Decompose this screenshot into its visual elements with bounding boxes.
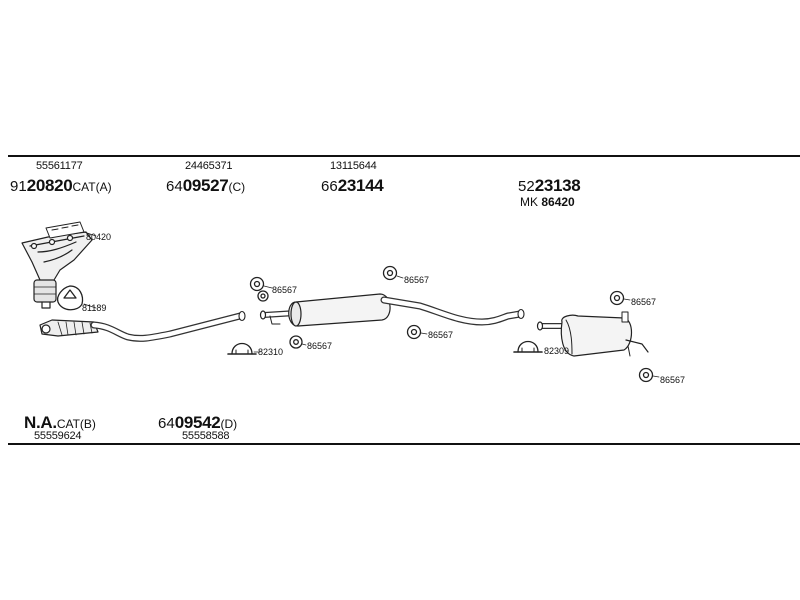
callout-hanger: 86567 bbox=[404, 275, 430, 285]
hanger-icon bbox=[289, 335, 307, 349]
oe-number-catalyst-b: 55559624 bbox=[34, 430, 82, 442]
gasket-icon bbox=[56, 285, 97, 311]
part-number: 09527 bbox=[182, 176, 229, 195]
mounting-kit-label: MK 86420 bbox=[520, 196, 575, 208]
front-flex-pipe-icon bbox=[39, 319, 99, 337]
mk-number: 86420 bbox=[541, 195, 575, 209]
part-prefix: 66 bbox=[321, 178, 338, 195]
part-suffix: CAT(A) bbox=[72, 180, 112, 194]
callout-hanger: 86567 bbox=[272, 285, 298, 295]
callout-hanger: 86567 bbox=[631, 297, 657, 307]
callout-heat-shield: 80420 bbox=[86, 232, 112, 242]
clamp-icon bbox=[513, 340, 543, 353]
part-number: 23144 bbox=[337, 176, 384, 195]
hanger-icon bbox=[249, 276, 273, 292]
middle-silencer-icon bbox=[259, 293, 525, 327]
manifold-catalyst-icon bbox=[21, 231, 93, 309]
callout-hanger: 86567 bbox=[428, 330, 454, 340]
heat-shield-icon bbox=[45, 221, 97, 239]
part-prefix: 52 bbox=[518, 178, 535, 195]
part-suffix: (C) bbox=[228, 180, 246, 194]
part-code-front-pipe-d: 6409542(D) bbox=[158, 414, 237, 431]
bottom-divider bbox=[8, 443, 800, 445]
mk-prefix: MK bbox=[520, 195, 538, 209]
callout-hanger: 86567 bbox=[660, 375, 686, 385]
clamp-icon bbox=[227, 342, 261, 355]
part-prefix: 91 bbox=[10, 178, 27, 195]
rear-silencer-icon bbox=[536, 311, 649, 357]
part-number: 23138 bbox=[534, 176, 581, 195]
part-code-front-pipe: 6409527(C) bbox=[166, 177, 245, 194]
part-suffix: CAT(B) bbox=[56, 417, 96, 431]
part-code-catalyst-a: 9120820CAT(A) bbox=[10, 177, 112, 194]
part-code-catalyst-b: N.A.CAT(B) bbox=[24, 414, 96, 431]
top-divider bbox=[8, 155, 800, 157]
part-suffix: (D) bbox=[220, 417, 238, 431]
oe-number-front-pipe: 24465371 bbox=[185, 160, 233, 172]
part-number: N.A. bbox=[24, 413, 57, 432]
hanger-icon bbox=[638, 367, 660, 383]
part-prefix: 64 bbox=[158, 415, 175, 432]
part-number: 09542 bbox=[174, 413, 221, 432]
oe-number-front-pipe-d: 55558588 bbox=[182, 430, 230, 442]
part-code-middle-silencer: 6623144 bbox=[321, 176, 384, 195]
hanger-icon bbox=[382, 265, 404, 281]
oe-number-middle-silencer: 13115644 bbox=[330, 160, 377, 172]
hanger-icon bbox=[609, 290, 631, 306]
callout-clamp: 82310 bbox=[258, 347, 284, 357]
part-prefix: 64 bbox=[166, 178, 183, 195]
part-number: 20820 bbox=[26, 176, 73, 195]
part-code-rear-silencer: 5223138 bbox=[518, 176, 581, 195]
callout-gasket: 81189 bbox=[82, 303, 107, 313]
oe-number-catalyst-a: 55561177 bbox=[36, 160, 83, 172]
callout-hanger: 86567 bbox=[307, 341, 333, 351]
hanger-icon bbox=[257, 290, 269, 302]
callout-clamp: 82309 bbox=[544, 346, 570, 356]
hanger-icon bbox=[406, 324, 428, 340]
